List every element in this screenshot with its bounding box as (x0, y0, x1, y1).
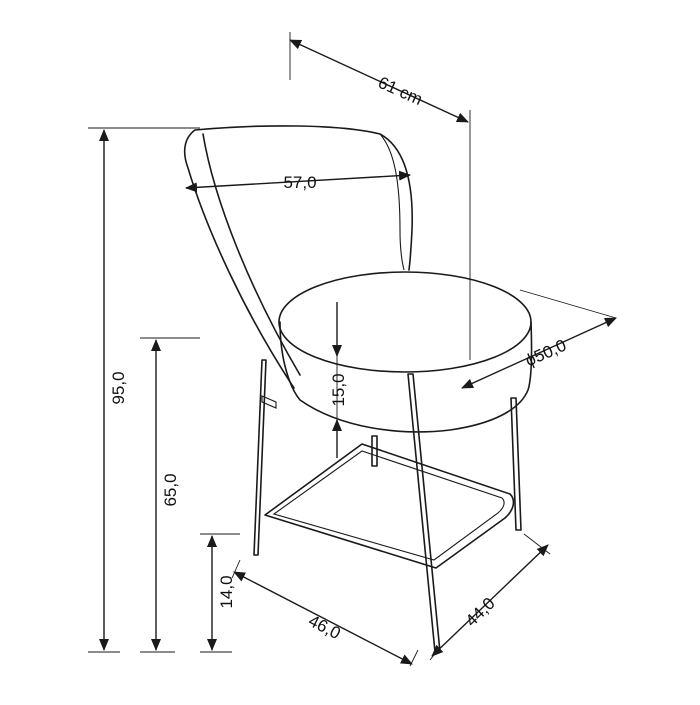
label-depth-total: 61 cm (375, 73, 425, 109)
label-seat-height: 65,0 (161, 473, 180, 506)
label-seat-diameter: ϕ50,0 (522, 336, 569, 371)
backrest-bracket (261, 395, 277, 409)
ext-46-left (231, 559, 241, 579)
footrest-ring-inner (272, 450, 505, 561)
label-footrest-height: 14,0 (217, 575, 236, 608)
dimension-lines (88, 32, 617, 667)
leg-back-right (371, 435, 378, 467)
label-backrest-width: 57,0 (283, 173, 316, 192)
dim-line-57 (185, 170, 411, 193)
leg-back-left (253, 359, 267, 556)
dim-line-61 (289, 39, 469, 123)
label-base-width: 46,0 (305, 611, 343, 643)
label-base-depth: 44,0 (462, 594, 499, 631)
leg-front-left (407, 373, 441, 653)
dim-line-50 (461, 317, 617, 389)
label-seat-thickness: 15,0 (329, 373, 348, 406)
dim-line-46 (233, 571, 413, 665)
leg-front-right (510, 397, 522, 531)
label-total-height: 95,0 (109, 371, 128, 404)
ext-50 (519, 289, 617, 319)
dim-line-44 (431, 544, 549, 657)
dimension-labels: 61 cm 57,0 ϕ50,0 15,0 95,0 65,0 14,0 46,… (109, 73, 569, 643)
footrest-ring (264, 443, 515, 569)
seat-side (279, 321, 533, 433)
seat-top (278, 271, 532, 373)
backrest-inner-edge (379, 133, 405, 271)
ext-44-right (523, 533, 551, 555)
